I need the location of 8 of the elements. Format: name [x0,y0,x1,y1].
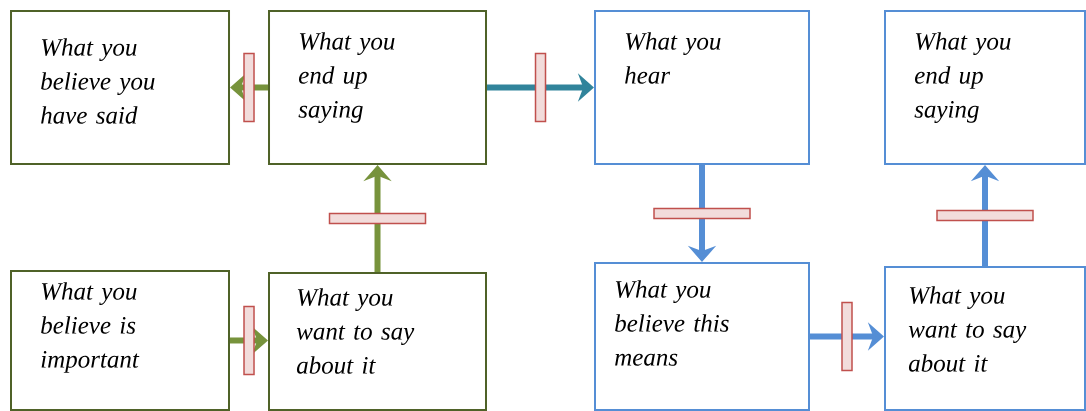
text-box: What you want to say about it [884,266,1086,411]
text-box: What you want to say about it [268,272,487,411]
text-box: What you end up saying [884,10,1086,165]
text-box: What you end up saying [268,10,487,165]
text-box: What you believe you have said [10,10,230,165]
text-box: What you hear [594,10,810,165]
text-box: What you believe is important [10,270,230,411]
text-box: What you believe this means [594,262,810,411]
